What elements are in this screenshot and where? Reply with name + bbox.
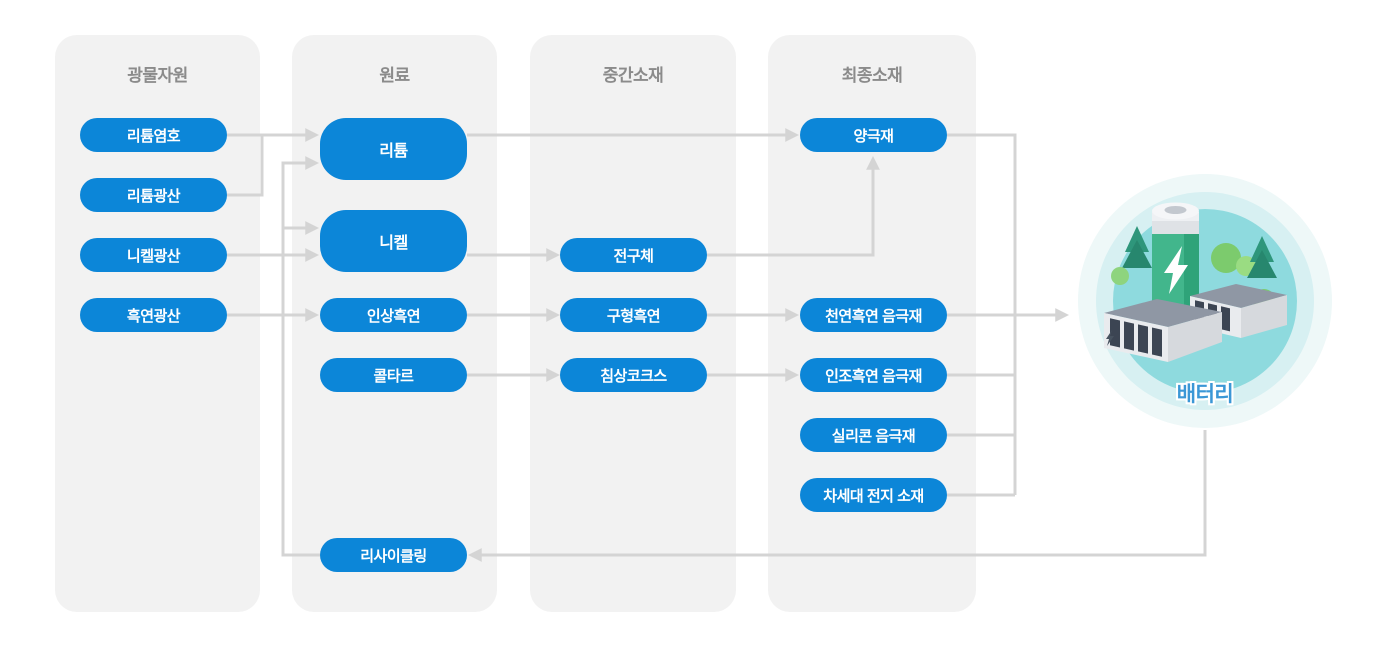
node-graphite-mine: 흑연광산	[80, 298, 227, 332]
node-next-gen-battery-material: 차세대 전지 소재	[800, 478, 947, 512]
node-nickel-mine: 니켈광산	[80, 238, 227, 272]
node-nickel: 니켈	[320, 210, 467, 272]
battery-cell-icon	[1152, 202, 1199, 310]
node-silicon-anode: 실리콘 음극재	[800, 418, 947, 452]
column-title-raw-materials: 원료	[379, 66, 410, 85]
node-artificial-graphite-anode: 인조흑연 음극재	[800, 358, 947, 392]
column-title-mineral-resources: 광물자원	[127, 66, 188, 85]
storage-container-front	[1104, 299, 1222, 362]
node-coal-tar: 콜타르	[320, 358, 467, 392]
node-recycling: 리사이클링	[320, 538, 467, 572]
tree-icons	[1111, 226, 1285, 316]
node-natural-graphite-anode: 천연흑연 음극재	[800, 298, 947, 332]
storage-container-back	[1190, 284, 1287, 338]
node-flake-graphite: 인상흑연	[320, 298, 467, 332]
node-needle-coke: 침상코크스	[560, 358, 707, 392]
small-bolt-icon	[1106, 330, 1114, 346]
node-precursor: 전구체	[560, 238, 707, 272]
node-lithium: 리튬	[320, 118, 467, 180]
lightning-bolt-icon	[1164, 246, 1188, 294]
battery-label: 배터리	[1176, 383, 1234, 406]
node-lithium-salt-lake: 리튬염호	[80, 118, 227, 152]
node-lithium-mine: 리튬광산	[80, 178, 227, 212]
column-title-intermediate-materials: 중간소재	[602, 66, 664, 85]
battery-circle-inner	[1113, 209, 1297, 393]
node-spherical-graphite: 구형흑연	[560, 298, 707, 332]
column-title-final-materials: 최종소재	[841, 66, 903, 85]
node-cathode-material: 양극재	[800, 118, 947, 152]
